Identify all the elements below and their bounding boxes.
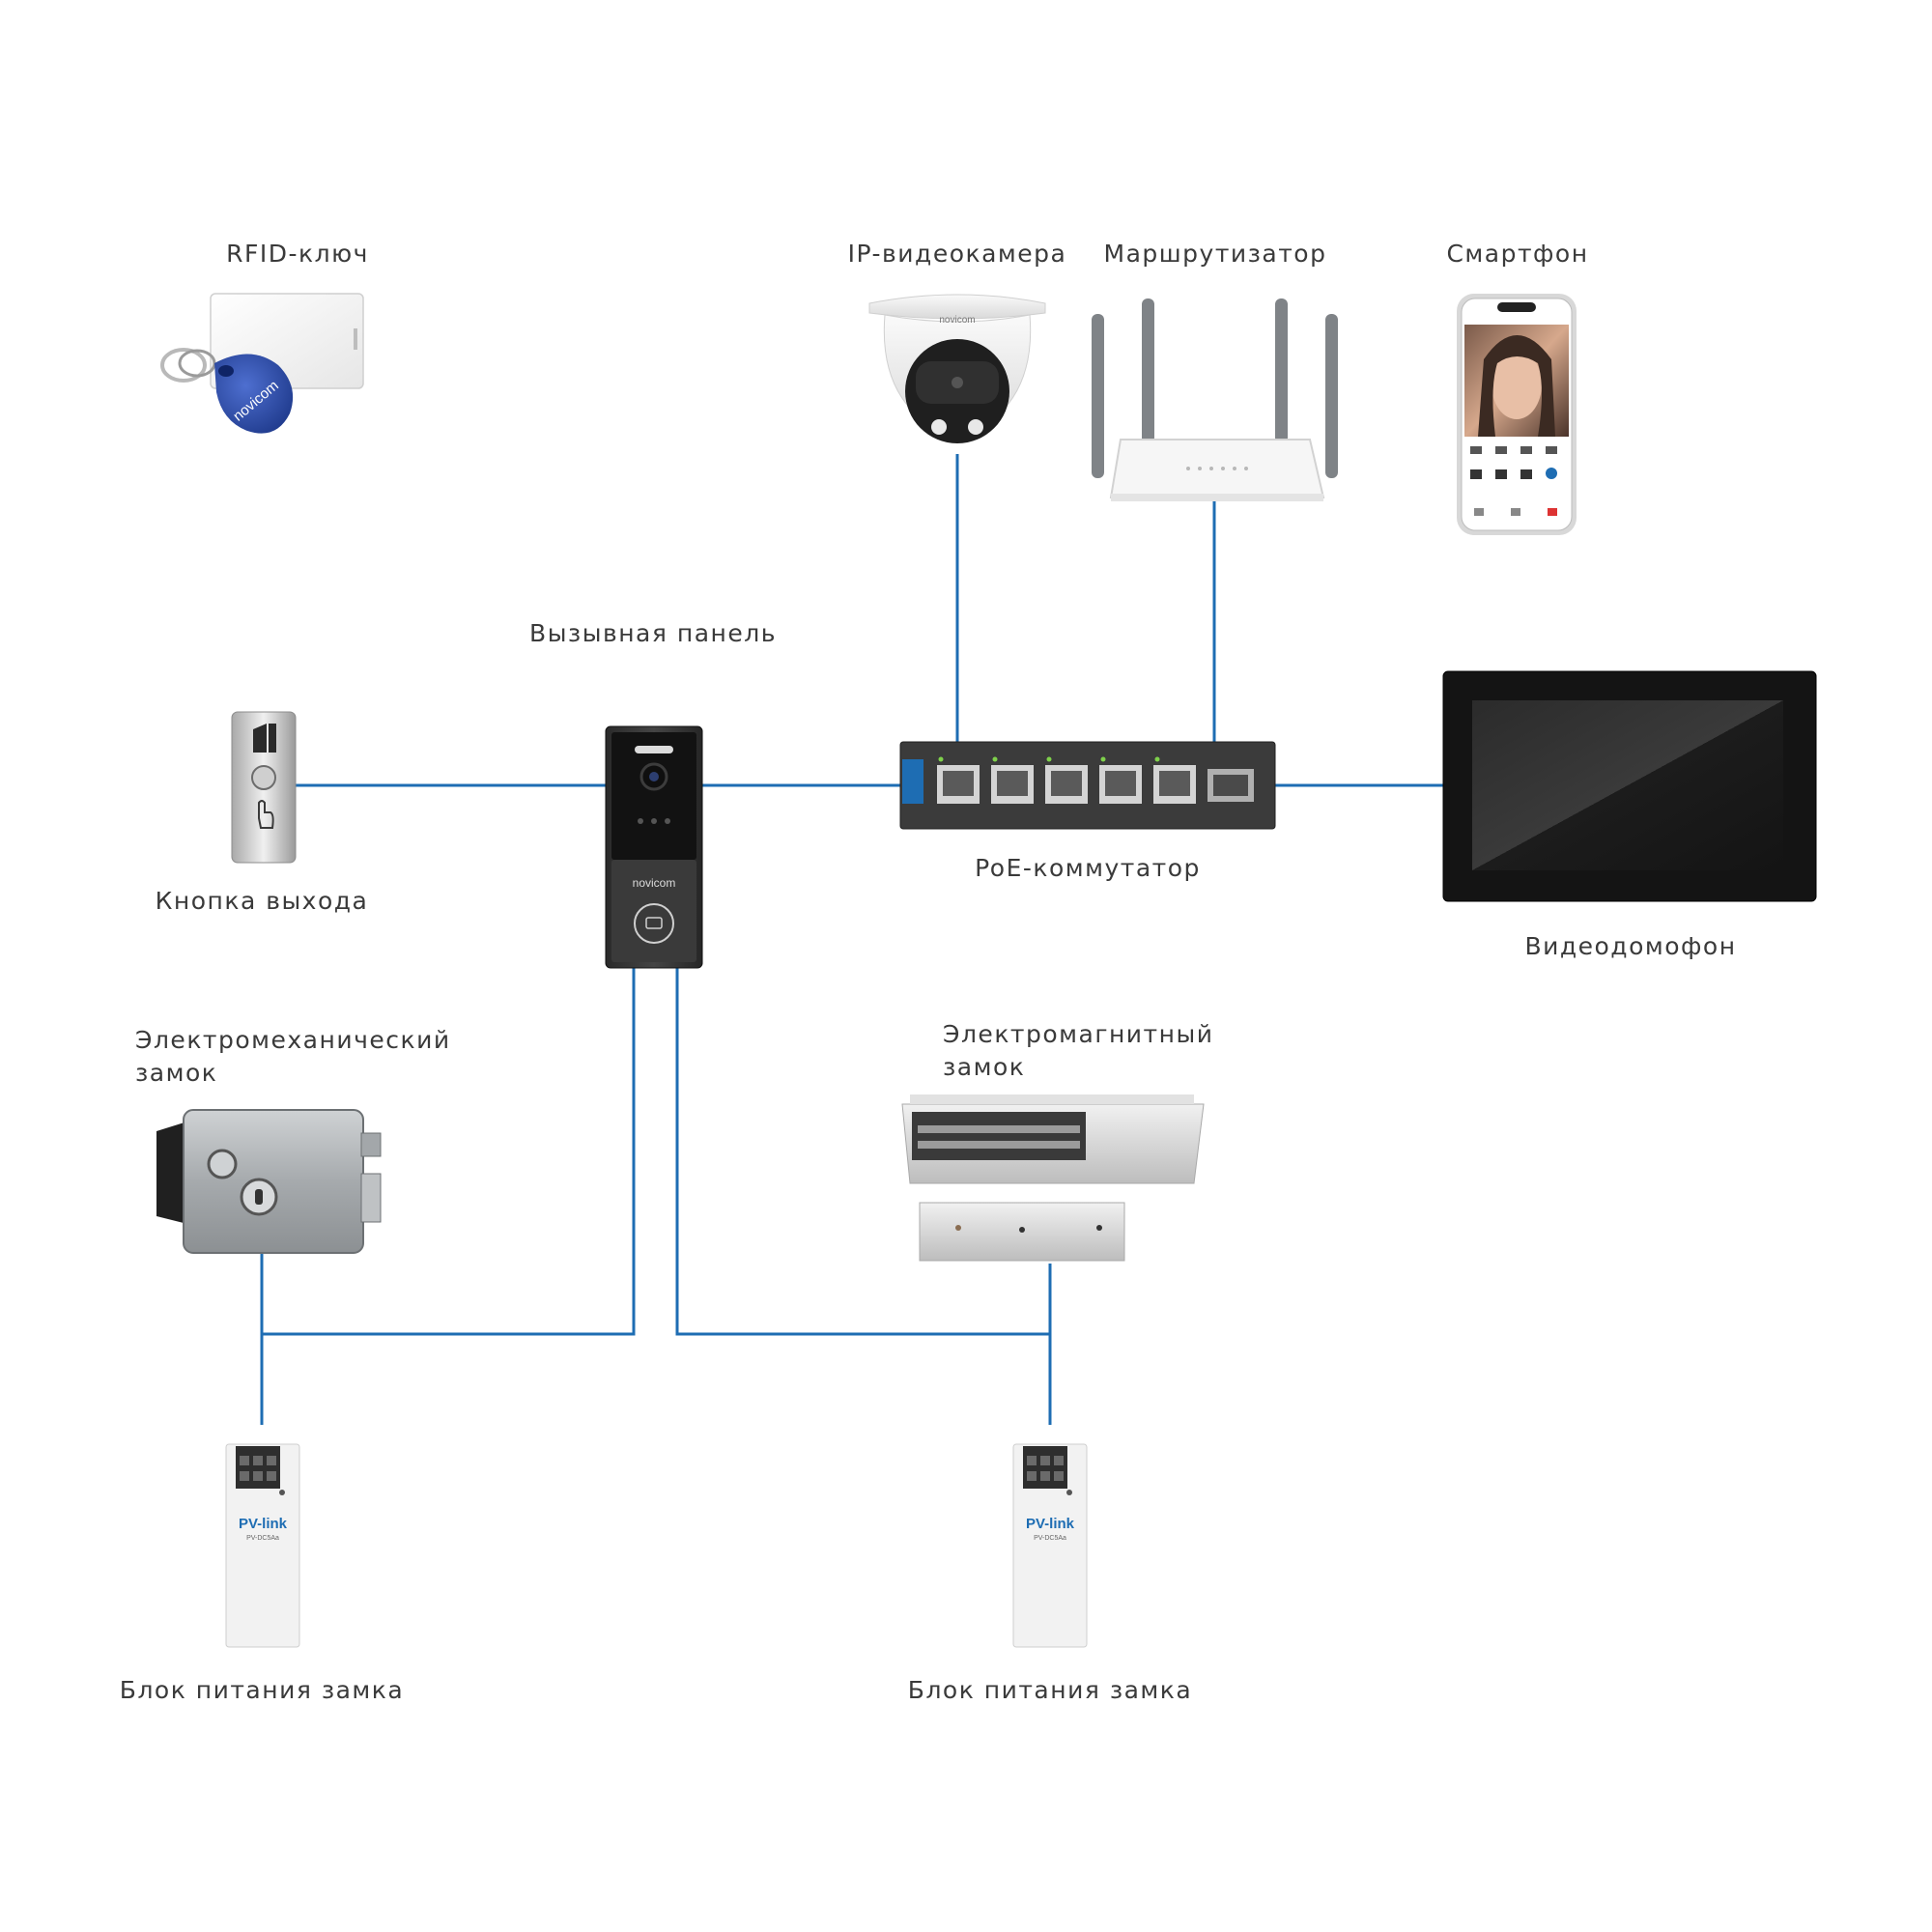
label-smartphone: Смартфон — [1446, 240, 1589, 268]
label-electromech-lock-line1: Электромеханический — [135, 1026, 451, 1054]
electromechanical-lock-icon — [156, 1109, 382, 1254]
line-panel-maglock — [675, 968, 1050, 1336]
svg-text:novicom: novicom — [633, 876, 676, 890]
label-router: Маршрутизатор — [1103, 240, 1327, 268]
label-exit-button: Кнопка выхода — [155, 887, 369, 915]
svg-text:PV-link: PV-link — [1026, 1516, 1075, 1532]
label-electromag-lock-line2: замок — [943, 1053, 1026, 1081]
exit-button-icon — [231, 711, 297, 864]
label-electromag-lock-line1: Электромагнитный — [943, 1020, 1214, 1048]
electromagnetic-lock-icon — [901, 1094, 1205, 1262]
label-rfid-key: RFID-ключ — [226, 240, 369, 268]
label-call-panel: Вызывная панель — [529, 619, 777, 647]
poe-switch-icon — [899, 741, 1276, 830]
svg-text:novicom: novicom — [939, 315, 975, 326]
label-electromech-lock-line2: замок — [135, 1059, 218, 1087]
label-video-monitor: Видеодомофон — [1524, 932, 1737, 960]
smartphone-icon — [1457, 294, 1577, 535]
line-panel-emlock — [262, 968, 636, 1336]
svg-text:PV-DC5Aa: PV-DC5Aa — [1034, 1535, 1066, 1542]
power-supply-icon: PV-link PV-DC5Aa — [1012, 1443, 1088, 1648]
keyfob-icon: novicom — [214, 354, 294, 434]
rfid-card-icon: novicom — [160, 293, 364, 434]
door-station-icon: novicom — [605, 725, 703, 969]
svg-text:PV-DC5Aa: PV-DC5Aa — [246, 1535, 279, 1542]
power-supply-icon: PV-link PV-DC5Aa — [225, 1443, 300, 1648]
label-poe-switch: PoE-коммутатор — [975, 854, 1201, 882]
label-psu-left: Блок питания замка — [119, 1676, 405, 1704]
label-ip-camera: IP-видеокамера — [847, 240, 1067, 268]
label-psu-right: Блок питания замка — [907, 1676, 1193, 1704]
monitor-icon — [1442, 670, 1817, 902]
dome-camera-icon: novicom — [868, 294, 1046, 443]
router-icon — [1092, 298, 1338, 501]
svg-text:PV-link: PV-link — [239, 1516, 288, 1532]
